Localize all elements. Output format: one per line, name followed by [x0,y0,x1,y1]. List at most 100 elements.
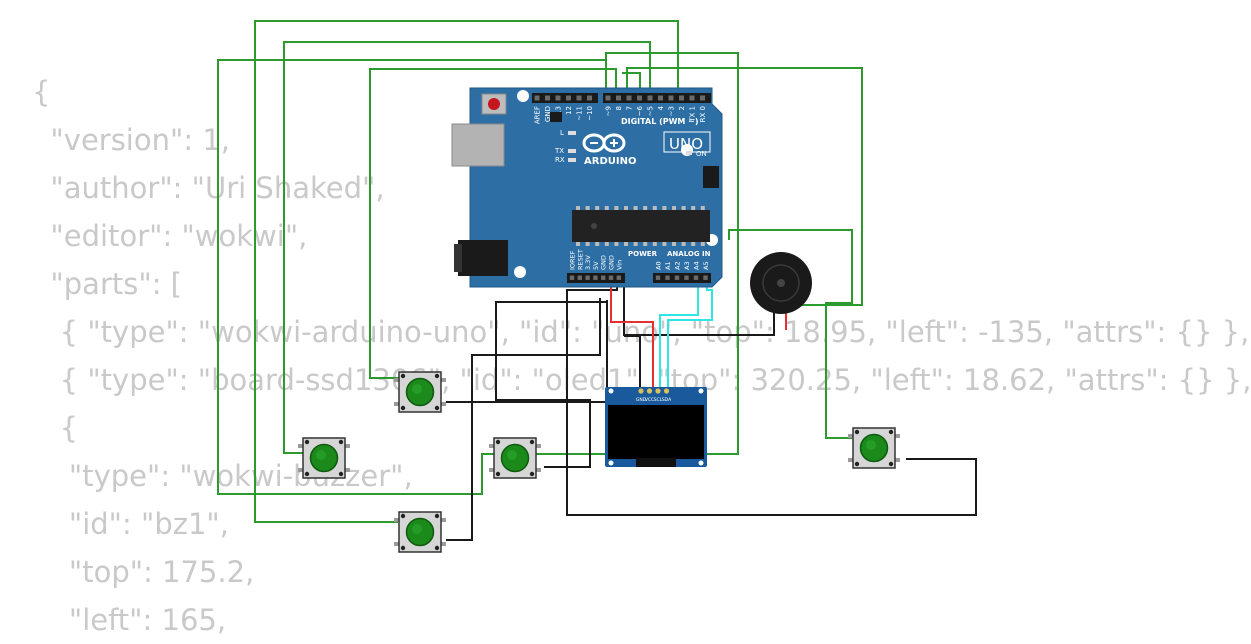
pushbutton-3[interactable] [489,437,541,479]
button-corner [495,471,501,477]
digital-pin-hole[interactable] [534,95,540,101]
digital-pin-hole[interactable] [700,95,705,101]
chip-leg [624,242,628,246]
digital-pin-label: 4 [657,105,665,110]
oled-screen [608,405,704,459]
wire-black-btn3[interactable] [446,298,601,541]
pushbutton-5[interactable] [848,427,900,469]
wire-cyan-scl[interactable] [659,270,699,390]
l-led-label: L [560,129,564,137]
oled-pin[interactable] [655,388,661,394]
power-pin-label: 3.3V [584,255,592,270]
digital-pin-hole[interactable] [637,95,642,101]
power-pin-hole[interactable] [577,275,582,280]
digital-pin-hole[interactable] [545,95,550,101]
analog-pin-hole[interactable] [665,275,670,280]
button-leg [489,468,497,472]
pushbutton-1[interactable] [394,371,446,413]
digital-pin-hole[interactable] [689,95,695,101]
chip-leg [672,242,676,246]
button-leg [394,378,402,382]
digital-pin-hole[interactable] [616,95,621,101]
analog-pin-hole[interactable] [693,275,699,280]
pushbutton-2[interactable] [298,437,350,479]
power-pin-hole[interactable] [585,275,590,280]
chip-leg [604,242,609,246]
wire-black-gnd-main[interactable] [566,270,977,516]
wire-green-btn-mid[interactable] [217,52,739,495]
uno-model-label: UNO [669,135,703,153]
chip-leg [595,206,600,210]
button-leg [892,434,900,438]
pushbutton-4[interactable] [394,511,446,553]
digital-pin-hole[interactable] [576,95,582,101]
oled-pin-label: SDA [662,397,672,403]
power-pin-hole[interactable] [601,275,606,280]
digital-pin-hole[interactable] [555,95,561,101]
button-corner [434,373,440,379]
digital-pin-hole[interactable] [647,95,653,101]
wire-cyan-sda[interactable] [667,270,713,390]
wire-black-oled-gnd[interactable] [624,335,641,390]
digital-pin-label: ~3 [668,106,676,116]
analog-pin-hole[interactable] [674,275,680,280]
reset-button-cap[interactable] [488,98,500,110]
digital-pin-hole[interactable] [658,95,663,101]
wire-green-right[interactable] [728,229,853,439]
wire-black-btn1[interactable] [446,300,608,403]
wire-black-btn-mid[interactable] [495,301,607,468]
oled-pin[interactable] [646,388,653,394]
wire-green-btn2[interactable] [283,41,651,454]
digital-pin-hole[interactable] [679,95,684,101]
json-line: "id": "bz1", [32,507,229,541]
chip-leg [643,242,648,246]
wire-green-btn3[interactable] [254,20,679,523]
chip-leg [633,206,638,210]
digital-pin-label: 2 [678,106,686,110]
chip-leg [700,206,705,210]
wire-red-vcc[interactable] [610,270,654,390]
power-pin-hole[interactable] [608,275,614,280]
button-corner [888,461,894,467]
oled-pin[interactable] [638,388,644,394]
wire-green-btn1[interactable] [369,68,617,379]
digital-pin-hole[interactable] [605,95,611,101]
digital-pin-hole[interactable] [668,95,674,101]
button-leg [394,402,402,406]
button-corner [338,439,344,445]
power-pin-hole[interactable] [569,275,575,280]
digital-pin-hole[interactable] [587,95,592,101]
icsp-header [550,112,562,122]
button-leg [394,542,402,546]
power-pin-hole[interactable] [593,275,598,280]
chip-leg [700,242,705,246]
power-pin-hole[interactable] [616,275,621,280]
oled-pin-label: VCC [645,397,654,403]
digital-pin-hole[interactable] [626,95,632,101]
digital-pin-hole[interactable] [566,95,571,101]
button-corner [338,471,344,477]
analog-pin-hole[interactable] [703,275,708,280]
chip-leg [662,206,667,210]
analog-pin-hole[interactable] [655,275,661,280]
power-pin-label: Vin [615,260,623,270]
button-leg [342,444,350,448]
oled-pin[interactable] [663,388,670,394]
wire-black-gnd-buzzer[interactable] [623,270,775,336]
on-led [686,151,692,155]
json-line: "editor": "wokwi", [32,219,308,253]
arduino-logo-icon [582,133,626,153]
power-pin-label: RESET [576,249,584,270]
piezo-buzzer[interactable] [750,252,812,314]
json-line: "parts": [ [32,267,182,301]
button-leg [438,378,446,382]
chip-leg [662,242,667,246]
analog-pin-hole[interactable] [684,275,689,280]
chip-leg [576,206,580,210]
oled-pin-label: SCL [654,397,663,403]
chip-leg [614,242,619,246]
